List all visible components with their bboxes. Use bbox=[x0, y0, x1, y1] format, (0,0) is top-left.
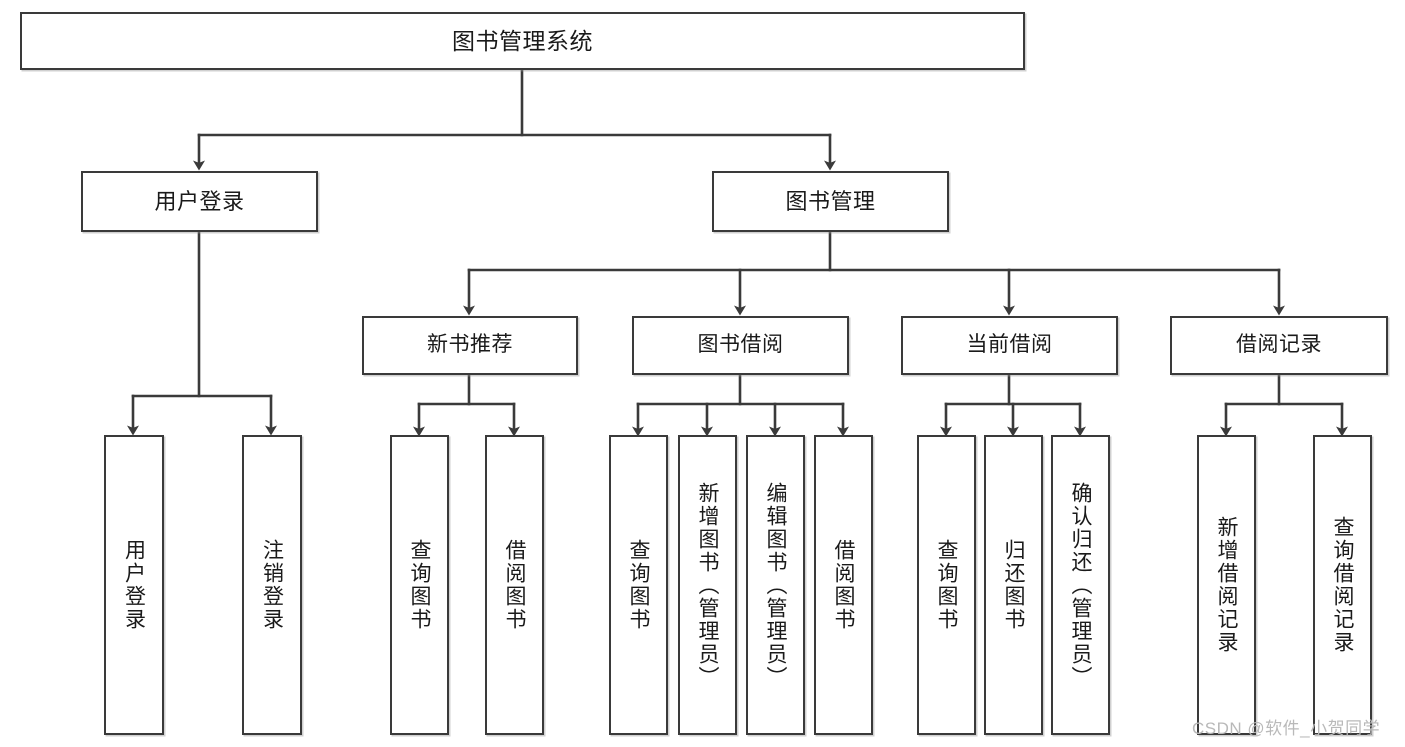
node-label: 确认归还（管理员） bbox=[1069, 481, 1093, 689]
leaf-borrow-record-add-record[interactable]: 新增借阅记录 bbox=[1197, 435, 1256, 735]
node-label: 用户登录 bbox=[122, 539, 146, 631]
node-label: 归还图书 bbox=[1002, 539, 1026, 631]
node-borrow-record[interactable]: 借阅记录 bbox=[1170, 316, 1388, 375]
leaf-book-borrow-borrow-book[interactable]: 借阅图书 bbox=[814, 435, 873, 735]
node-label: 注销登录 bbox=[260, 539, 284, 631]
leaf-book-borrow-add-book[interactable]: 新增图书（管理员） bbox=[678, 435, 737, 735]
leaf-user-login-login[interactable]: 用户登录 bbox=[104, 435, 164, 735]
node-label: 图书借阅 bbox=[697, 333, 784, 357]
leaf-user-login-logout[interactable]: 注销登录 bbox=[242, 435, 302, 735]
node-current-borrow[interactable]: 当前借阅 bbox=[901, 316, 1118, 375]
leaf-current-borrow-return-book[interactable]: 归还图书 bbox=[984, 435, 1043, 735]
node-label: 新增图书（管理员） bbox=[696, 481, 720, 689]
node-label: 查询图书 bbox=[627, 539, 651, 631]
node-label: 新增借阅记录 bbox=[1215, 516, 1239, 654]
node-label: 当前借阅 bbox=[966, 333, 1053, 357]
leaf-new-book-borrow-book[interactable]: 借阅图书 bbox=[485, 435, 544, 735]
leaf-book-borrow-edit-book[interactable]: 编辑图书（管理员） bbox=[746, 435, 805, 735]
node-label: 新书推荐 bbox=[427, 333, 513, 357]
leaf-current-borrow-query-book[interactable]: 查询图书 bbox=[917, 435, 976, 735]
node-book-borrow[interactable]: 图书借阅 bbox=[632, 316, 849, 375]
node-label: 借阅图书 bbox=[503, 539, 527, 631]
node-root-book-management-system[interactable]: 图书管理系统 bbox=[20, 12, 1025, 70]
leaf-book-borrow-query-book[interactable]: 查询图书 bbox=[609, 435, 668, 735]
node-label: 借阅图书 bbox=[832, 539, 856, 631]
csdn-watermark: CSDN @软件_小贺同学 bbox=[1192, 719, 1381, 738]
node-user-login[interactable]: 用户登录 bbox=[81, 171, 318, 232]
leaf-new-book-query-book[interactable]: 查询图书 bbox=[390, 435, 449, 735]
node-label: 图书管理系统 bbox=[452, 27, 593, 54]
node-new-book-recommend[interactable]: 新书推荐 bbox=[362, 316, 578, 375]
node-label: 编辑图书（管理员） bbox=[764, 481, 788, 689]
node-label: 查询借阅记录 bbox=[1331, 516, 1355, 654]
node-book-management[interactable]: 图书管理 bbox=[712, 171, 949, 232]
node-label: 用户登录 bbox=[154, 188, 245, 214]
node-label: 借阅记录 bbox=[1236, 333, 1322, 357]
node-label: 图书管理 bbox=[785, 188, 876, 214]
node-label: 查询图书 bbox=[408, 539, 432, 631]
leaf-current-borrow-confirm-return[interactable]: 确认归还（管理员） bbox=[1051, 435, 1110, 735]
node-label: 查询图书 bbox=[935, 539, 959, 631]
leaf-borrow-record-query-record[interactable]: 查询借阅记录 bbox=[1313, 435, 1372, 735]
